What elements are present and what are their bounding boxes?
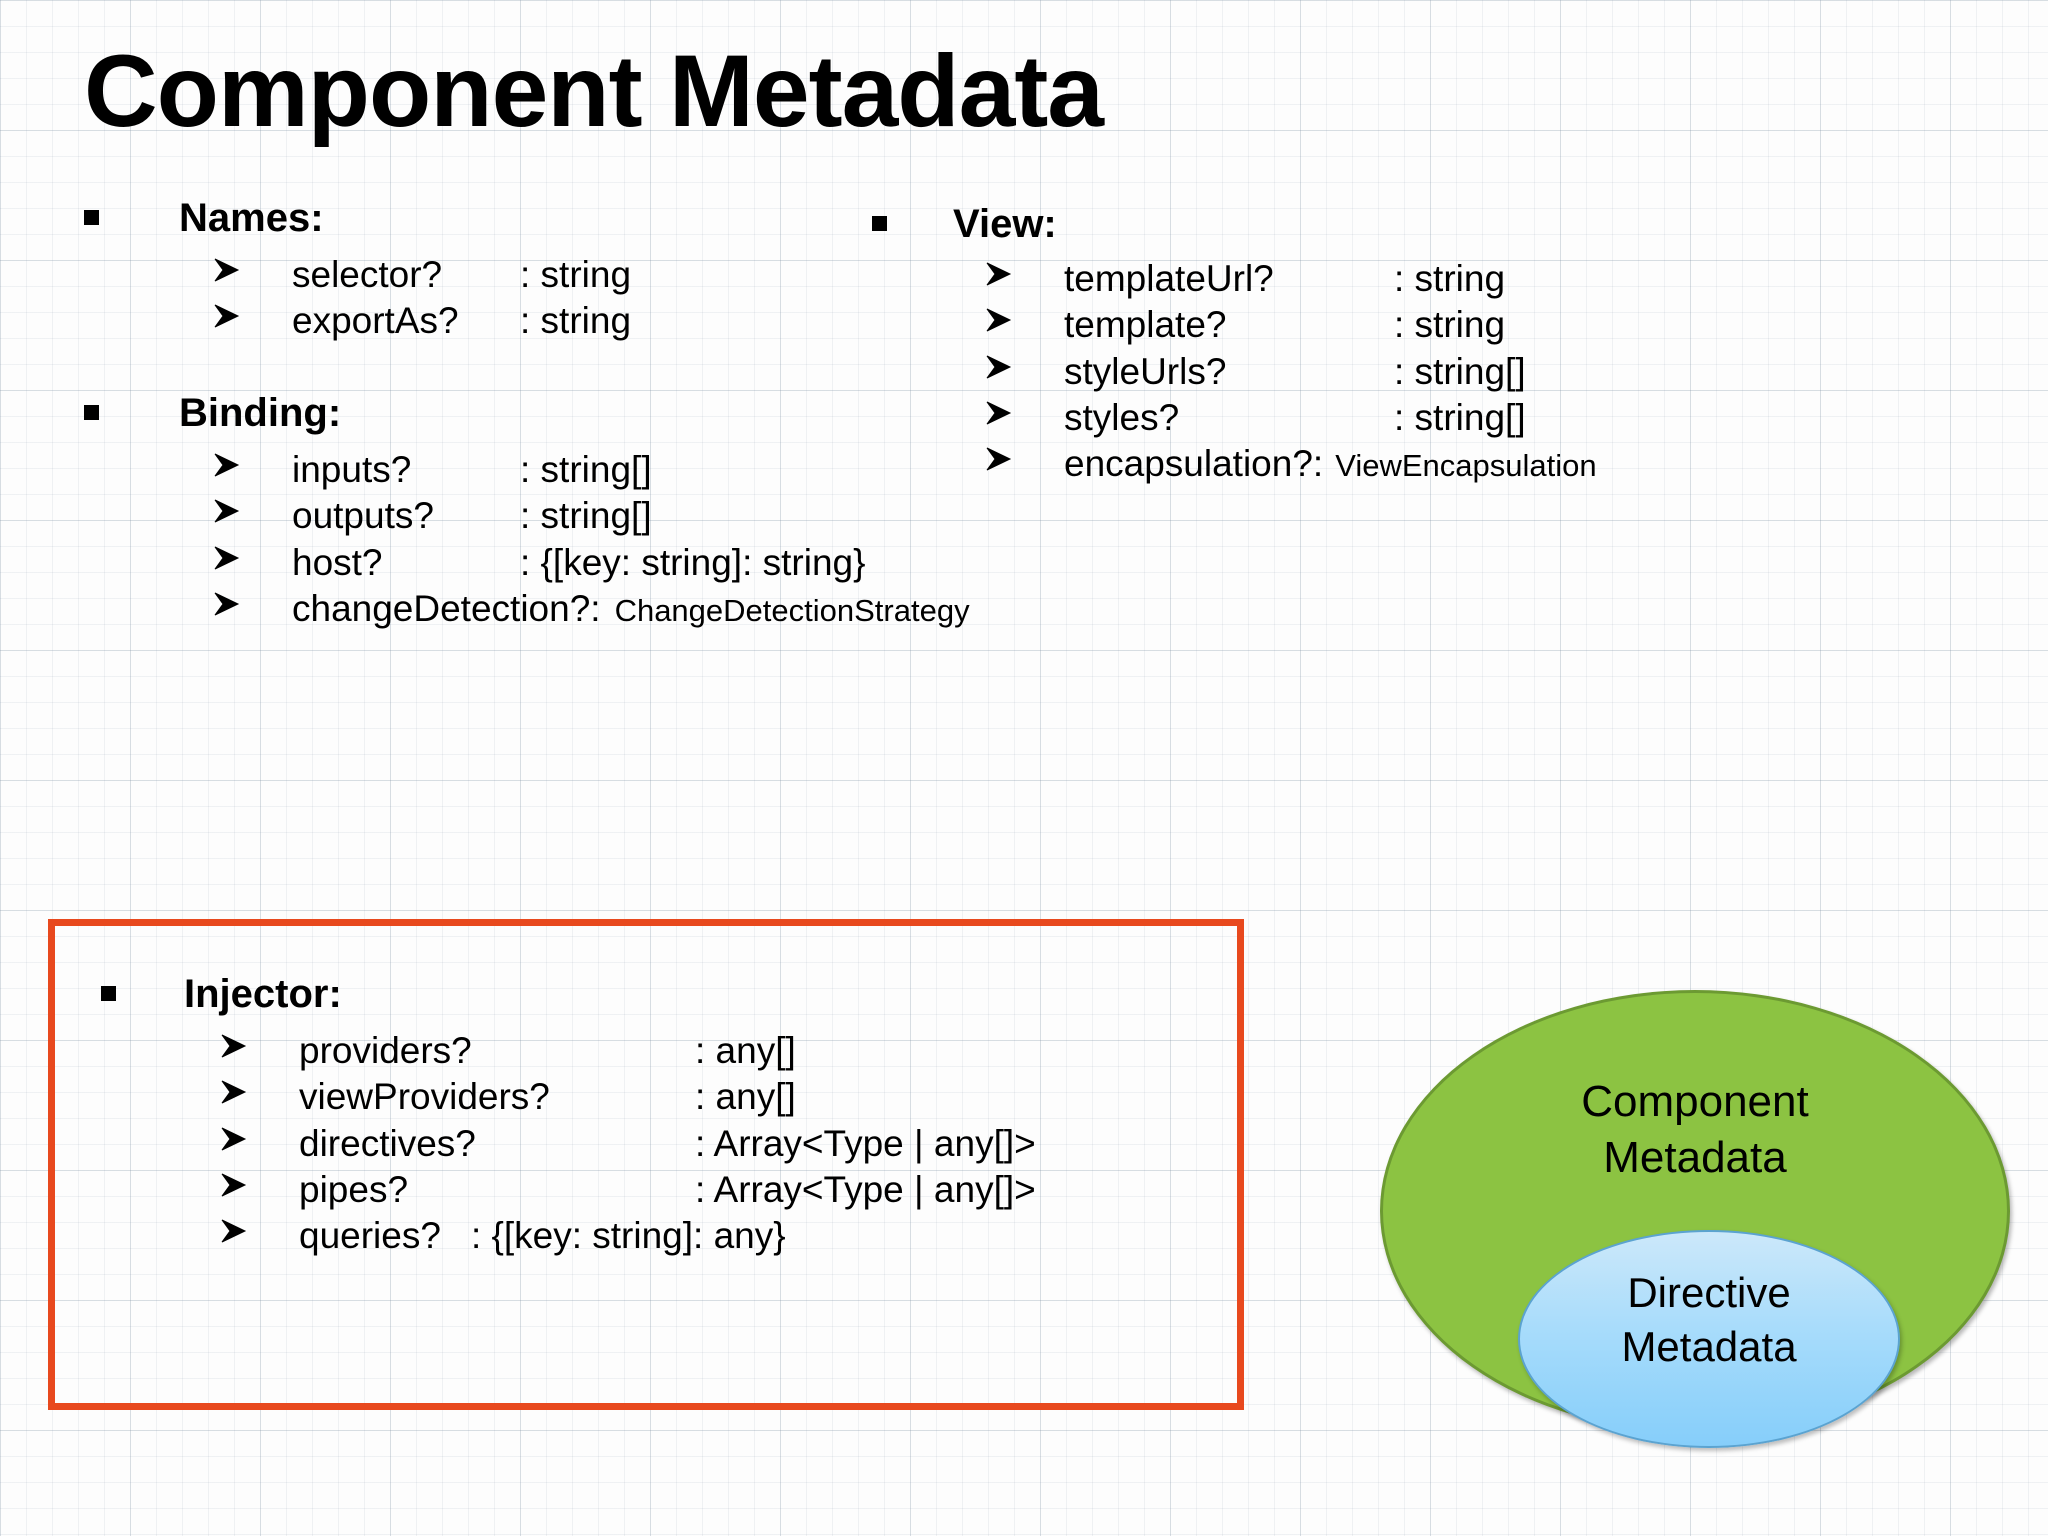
- section-view-title: View:: [953, 202, 1057, 246]
- injector-highlight-box: Injector: providers? : any[] viewProvide…: [48, 919, 1244, 1410]
- item-type: : string: [1394, 258, 1506, 299]
- list-item: template? : string: [984, 302, 1597, 348]
- arrowhead-bullet-icon: [984, 352, 1018, 382]
- item-name: queries?: [299, 1215, 441, 1256]
- item-type: : {[key: string]: string}: [520, 541, 866, 583]
- section-binding-list: inputs? : string[] outputs? : string[] h…: [212, 447, 970, 632]
- list-item: queries? : {[key: string]: any}: [219, 1213, 1036, 1259]
- item-type: : string: [1394, 304, 1506, 346]
- section-binding-title: Binding:: [179, 391, 342, 435]
- square-bullet-icon: [101, 986, 116, 1001]
- directive-metadata-ellipse: [1518, 1230, 1900, 1448]
- list-item: exportAs? : string: [212, 298, 631, 344]
- section-view: View: templateUrl? : string template? : …: [872, 202, 1597, 487]
- arrowhead-bullet-icon: [219, 1216, 253, 1246]
- item-type: : string: [520, 300, 632, 342]
- arrowhead-bullet-icon: [219, 1170, 253, 1200]
- list-item: directives? : Array<Type | any[]>: [219, 1121, 1036, 1167]
- section-view-list: templateUrl? : string template? : string…: [984, 256, 1597, 487]
- arrowhead-bullet-icon: [219, 1077, 253, 1107]
- item-type: : Array<Type | any[]>: [695, 1122, 1036, 1164]
- arrowhead-bullet-icon: [212, 496, 246, 526]
- square-bullet-icon: [872, 216, 887, 231]
- directive-metadata-label-line1: Directive: [1627, 1269, 1791, 1316]
- item-name: template?: [1064, 304, 1227, 346]
- list-item: encapsulation?: ViewEncapsulation: [984, 441, 1597, 487]
- section-view-header: View:: [872, 202, 1597, 246]
- arrowhead-bullet-icon: [219, 1031, 253, 1061]
- list-item: selector? : string: [212, 252, 631, 298]
- component-metadata-label: Component Metadata: [1380, 1074, 2010, 1187]
- arrowhead-bullet-icon: [212, 301, 246, 331]
- item-type: : string: [520, 254, 632, 295]
- item-name: encapsulation?:: [1064, 443, 1324, 484]
- list-item: viewProviders? : any[]: [219, 1074, 1036, 1120]
- section-injector-header: Injector:: [101, 972, 1036, 1016]
- square-bullet-icon: [84, 405, 99, 420]
- section-binding-header: Binding:: [84, 391, 970, 435]
- arrowhead-bullet-icon: [212, 589, 246, 619]
- arrowhead-bullet-icon: [984, 444, 1018, 474]
- item-name: directives?: [299, 1122, 476, 1164]
- item-name: changeDetection?:: [292, 587, 601, 629]
- component-metadata-label-line2: Metadata: [1603, 1133, 1787, 1183]
- section-names-list: selector? : string exportAs? : string: [212, 252, 631, 345]
- section-names-header: Names:: [84, 196, 631, 240]
- arrowhead-bullet-icon: [212, 543, 246, 573]
- square-bullet-icon: [84, 210, 99, 225]
- directive-metadata-label: Directive Metadata: [1518, 1266, 1900, 1374]
- item-type: : string[]: [1394, 396, 1526, 438]
- list-item: providers? : any[]: [219, 1028, 1036, 1074]
- item-type: : any[]: [695, 1030, 796, 1071]
- item-type: : string[]: [520, 495, 652, 537]
- item-type: : any[]: [695, 1076, 796, 1118]
- venn-diagram: Component Metadata Directive Metadata: [1380, 990, 2010, 1450]
- list-item: templateUrl? : string: [984, 256, 1597, 302]
- item-name: styles?: [1064, 396, 1180, 438]
- item-name: exportAs?: [292, 300, 459, 342]
- list-item: inputs? : string[]: [212, 447, 970, 493]
- page-title: Component Metadata: [84, 34, 1104, 148]
- item-name: pipes?: [299, 1168, 409, 1210]
- item-name: providers?: [299, 1030, 472, 1071]
- item-name: selector?: [292, 254, 443, 295]
- item-type: : string[]: [520, 449, 652, 490]
- item-type: ViewEncapsulation: [1335, 448, 1597, 483]
- section-binding: Binding: inputs? : string[] outputs? : s…: [84, 391, 970, 632]
- list-item: host? : {[key: string]: string}: [212, 540, 970, 586]
- arrowhead-bullet-icon: [984, 305, 1018, 335]
- list-item: changeDetection?: ChangeDetectionStrateg…: [212, 586, 970, 632]
- arrowhead-bullet-icon: [212, 255, 246, 285]
- item-name: inputs?: [292, 449, 412, 490]
- item-type: : string[]: [1394, 350, 1526, 392]
- arrowhead-bullet-icon: [984, 259, 1018, 289]
- section-names: Names: selector? : string exportAs? : st…: [84, 196, 631, 345]
- item-type: : Array<Type | any[]>: [695, 1168, 1036, 1210]
- section-injector: Injector: providers? : any[] viewProvide…: [101, 972, 1036, 1259]
- item-name: templateUrl?: [1064, 258, 1274, 299]
- list-item: outputs? : string[]: [212, 493, 970, 539]
- arrowhead-bullet-icon: [212, 450, 246, 480]
- item-name: host?: [292, 541, 383, 583]
- section-names-title: Names:: [179, 196, 324, 240]
- item-type: : {[key: string]: any}: [470, 1215, 786, 1256]
- item-name: styleUrls?: [1064, 350, 1227, 392]
- arrowhead-bullet-icon: [984, 398, 1018, 428]
- list-item: styles? : string[]: [984, 395, 1597, 441]
- section-injector-list: providers? : any[] viewProviders? : any[…: [219, 1028, 1036, 1259]
- item-name: viewProviders?: [299, 1076, 550, 1118]
- section-injector-title: Injector:: [184, 972, 342, 1016]
- item-type: ChangeDetectionStrategy: [614, 592, 970, 628]
- directive-metadata-label-line2: Metadata: [1621, 1322, 1797, 1370]
- list-item: styleUrls? : string[]: [984, 349, 1597, 395]
- item-name: outputs?: [292, 495, 434, 537]
- list-item: pipes? : Array<Type | any[]>: [219, 1167, 1036, 1213]
- arrowhead-bullet-icon: [219, 1124, 253, 1154]
- component-metadata-label-line1: Component: [1581, 1077, 1809, 1126]
